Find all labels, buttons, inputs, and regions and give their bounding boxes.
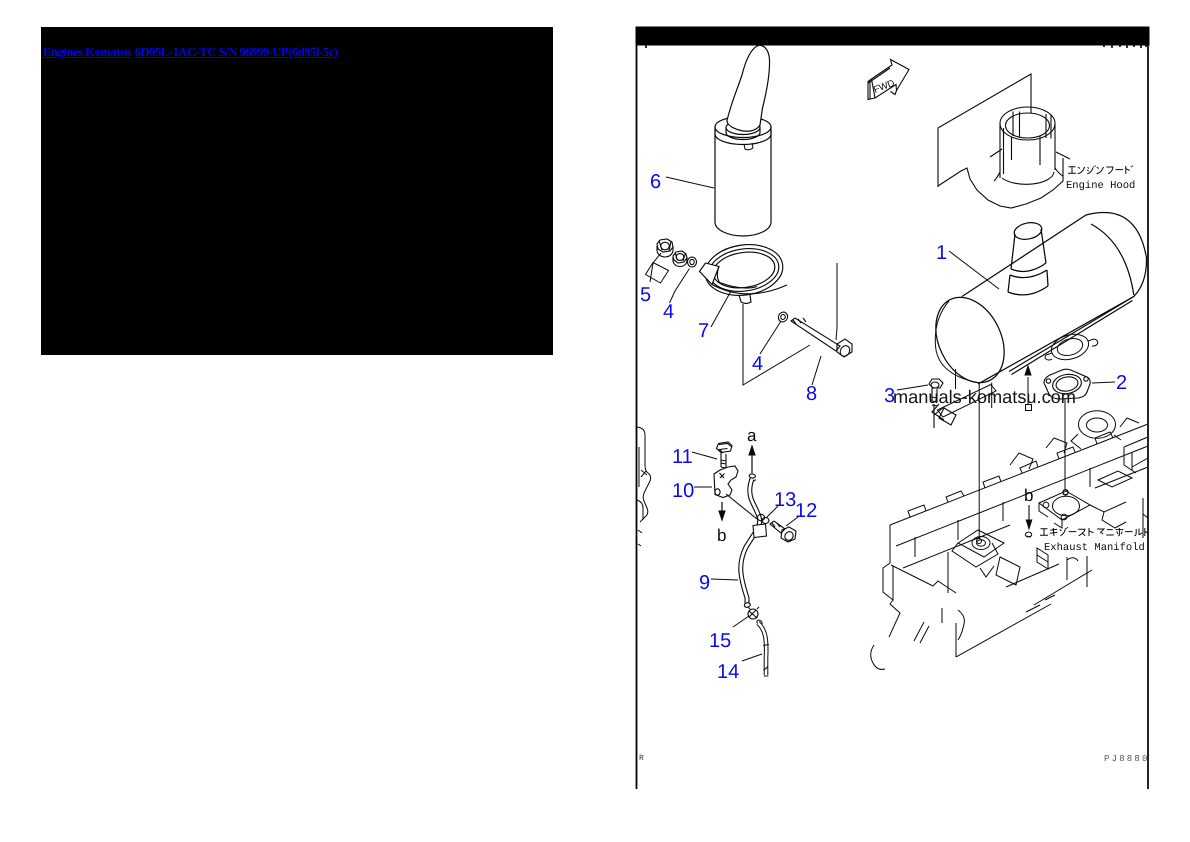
svg-text:7: 7: [698, 320, 709, 342]
svg-text:14: 14: [717, 661, 739, 683]
svg-text:5: 5: [640, 284, 651, 306]
svg-text:b: b: [1024, 486, 1033, 505]
svg-text:1: 1: [936, 242, 947, 264]
svg-text:Engine Hood: Engine Hood: [1066, 180, 1135, 192]
svg-text:15: 15: [709, 630, 731, 652]
svg-text:a: a: [747, 426, 757, 445]
svg-text:8: 8: [806, 383, 817, 405]
svg-text:R: R: [639, 754, 644, 763]
svg-text:6: 6: [650, 171, 661, 193]
svg-text:2: 2: [1116, 372, 1127, 394]
svg-text:9: 9: [699, 572, 710, 594]
svg-text:b: b: [717, 526, 726, 545]
svg-text:13: 13: [774, 489, 796, 511]
svg-text:manuals-komatsu.com: manuals-komatsu.com: [893, 387, 1076, 407]
svg-text:PJ8880: PJ8880: [1104, 754, 1150, 764]
svg-text:3: 3: [884, 385, 895, 407]
svg-text:11: 11: [672, 446, 693, 468]
svg-text:4: 4: [663, 301, 674, 323]
svg-text:12: 12: [795, 500, 817, 522]
svg-text:4: 4: [752, 353, 763, 375]
svg-text:Exhaust Manifold: Exhaust Manifold: [1044, 542, 1145, 554]
svg-text:10: 10: [672, 480, 694, 502]
